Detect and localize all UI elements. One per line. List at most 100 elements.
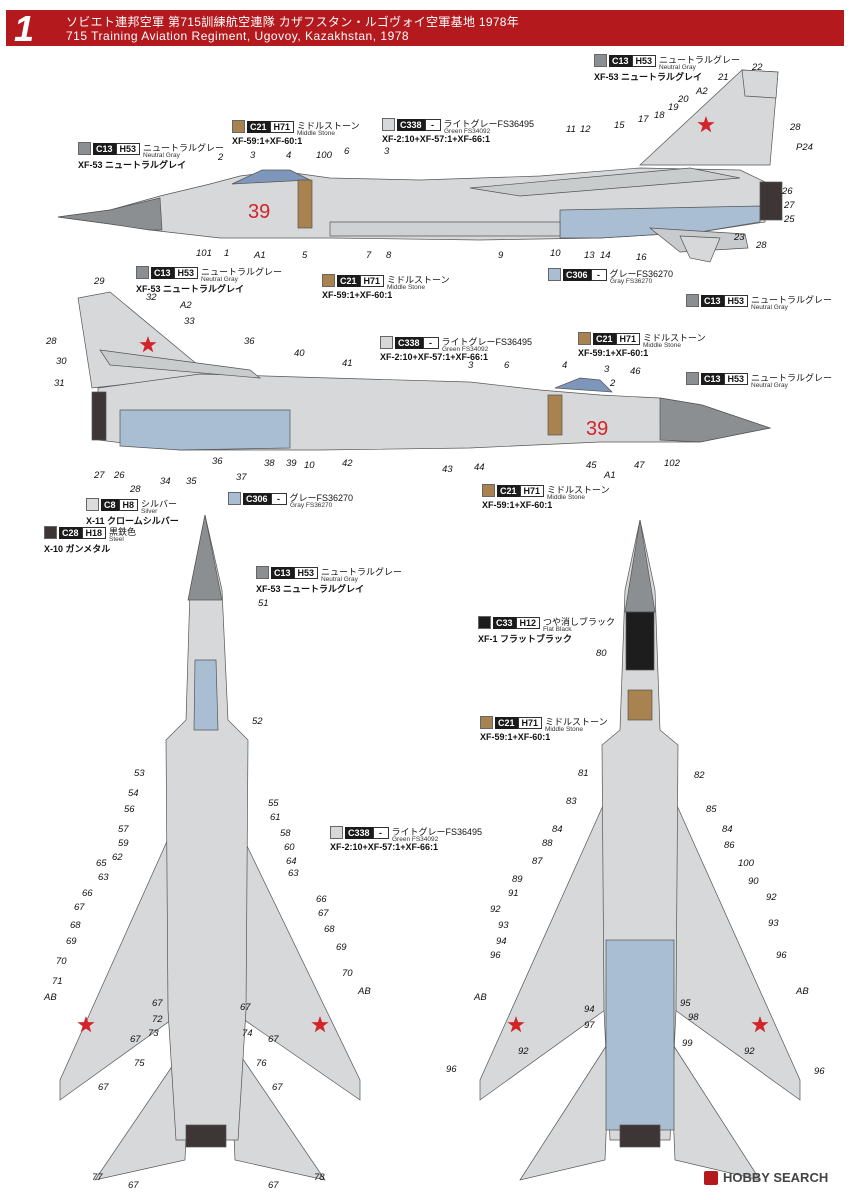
part-number: 29: [94, 276, 105, 287]
part-number: 94: [584, 1004, 595, 1015]
part-number: 84: [722, 824, 733, 835]
part-number: 92: [766, 892, 777, 903]
part-number: 96: [490, 950, 501, 961]
part-number: 1: [224, 248, 230, 259]
part-number: A1: [254, 250, 266, 261]
part-number: 28: [756, 240, 767, 251]
part-number: A2: [696, 86, 708, 97]
part-number: 51: [258, 598, 269, 609]
part-number: 21: [718, 72, 729, 83]
part-number: 102: [664, 458, 680, 469]
part-number: 72: [152, 1014, 163, 1025]
part-number: 20: [678, 94, 689, 105]
part-number: 92: [490, 904, 501, 915]
part-number: AB: [44, 992, 57, 1003]
part-number: 86: [724, 840, 735, 851]
part-number: 91: [508, 888, 519, 899]
part-number: 80: [596, 648, 607, 659]
part-number: 3: [384, 146, 390, 157]
part-number: 96: [814, 1066, 825, 1077]
part-number: 60: [284, 842, 295, 853]
part-number: P24: [796, 142, 813, 153]
part-number: 38: [264, 458, 275, 469]
part-number: 25: [784, 214, 795, 225]
part-number: 45: [586, 460, 597, 471]
title-japanese: ソビエト連邦空軍 第715訓練航空連隊 カザフスタン・ルゴヴォイ空軍基地 197…: [66, 15, 520, 29]
side-view-right: [77, 291, 772, 451]
logo-mark-icon: [704, 1170, 718, 1185]
callout-c338-top: C338-ライトグレーFS36495 XF-2:10+XF-57:1+XF-66…: [382, 118, 535, 144]
top-view: [59, 514, 361, 1181]
part-number: 70: [56, 956, 67, 967]
part-number: 30: [56, 356, 67, 367]
part-number: 82: [694, 770, 705, 781]
part-number: 8: [386, 250, 392, 261]
part-number: 100: [738, 858, 754, 869]
part-number: 62: [112, 852, 123, 863]
part-number: 67: [268, 1180, 279, 1191]
part-number: 94: [496, 936, 507, 947]
part-number: 28: [790, 122, 801, 133]
part-number: 70: [342, 968, 353, 979]
part-number: 68: [70, 920, 81, 931]
side-number-left: 39: [248, 201, 270, 223]
part-number: 4: [286, 150, 292, 161]
part-number: 88: [542, 838, 553, 849]
part-number: 61: [270, 812, 281, 823]
part-number: 5: [302, 250, 308, 261]
color-name-english: Neutral Gray: [751, 382, 788, 389]
part-number: 67: [268, 1034, 279, 1045]
page-number: 1: [14, 8, 35, 49]
part-number: 76: [256, 1058, 267, 1069]
part-number: 95: [680, 998, 691, 1009]
part-number: 14: [600, 250, 611, 261]
part-number: 56: [124, 804, 135, 815]
part-number: 15: [614, 120, 625, 131]
part-number: 37: [236, 472, 247, 483]
part-number: 93: [498, 920, 509, 931]
part-number: 65: [96, 858, 107, 869]
part-number: 7: [366, 250, 372, 261]
color-name-english: Neutral Gray: [659, 64, 696, 71]
part-number: 93: [768, 918, 779, 929]
part-number: 46: [630, 366, 641, 377]
part-number: 3: [250, 150, 256, 161]
part-number: 55: [268, 798, 279, 809]
part-number: 67: [240, 1002, 251, 1013]
part-number: 85: [706, 804, 717, 815]
part-number: 97: [584, 1020, 595, 1031]
part-number: 36: [212, 456, 223, 467]
color-name-english: Gray FS36270: [610, 278, 653, 285]
part-number: 53: [134, 768, 145, 779]
part-number: 99: [682, 1038, 693, 1049]
part-number: AB: [358, 986, 371, 997]
part-number: 92: [518, 1046, 529, 1057]
part-number: 34: [160, 476, 171, 487]
part-number: A1: [604, 470, 616, 481]
part-number: 64: [286, 856, 297, 867]
part-number: 33: [184, 316, 195, 327]
part-number: 69: [336, 942, 347, 953]
part-number: 100: [316, 150, 332, 161]
part-number: 4: [562, 360, 568, 371]
part-number: 67: [272, 1082, 283, 1093]
part-number: 67: [318, 908, 329, 919]
part-number: 35: [186, 476, 197, 487]
part-number: 71: [52, 976, 63, 987]
color-name-english: Gray FS36270: [290, 502, 333, 509]
color-name-english: Middle Stone: [387, 284, 425, 291]
part-number: 18: [654, 110, 665, 121]
color-name-english: Green FS34092: [444, 128, 491, 135]
color-name-english: Silver: [141, 508, 158, 515]
part-number: 57: [118, 824, 129, 835]
part-number: 74: [242, 1028, 253, 1039]
part-number: 87: [532, 856, 543, 867]
header-bar: 1 ソビエト連邦空軍 第715訓練航空連隊 カザフスタン・ルゴヴォイ空軍基地 1…: [6, 8, 844, 49]
